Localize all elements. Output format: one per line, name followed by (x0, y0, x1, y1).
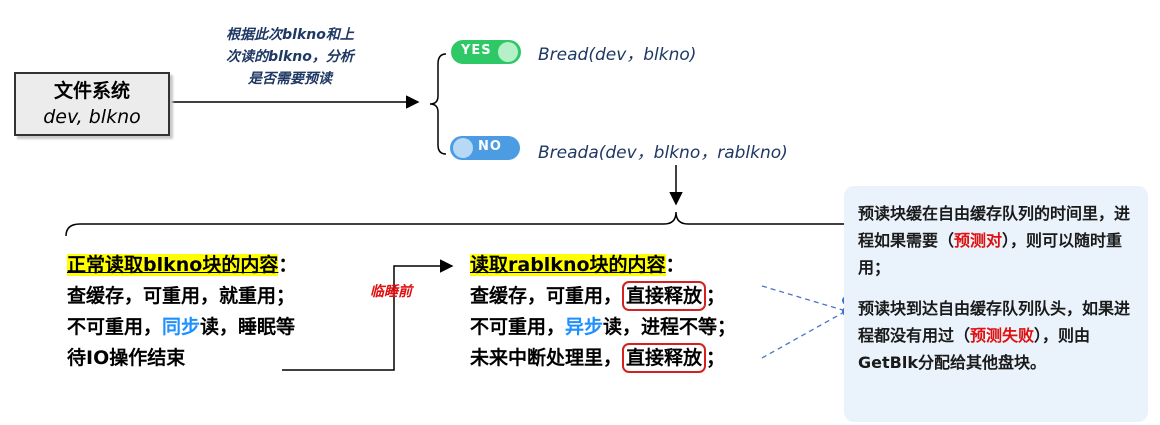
sleep-label: 临睡前 (370, 284, 412, 300)
no-toggle-icon: NO (450, 136, 520, 160)
no-toggle-knob (453, 138, 473, 158)
analysis-label: 根据此次blkno和上 次读的blkno，分析 是否需要预读 (180, 24, 400, 90)
dash-connector-2 (761, 310, 847, 359)
readahead-line-2: 不可重用，异步读，进程不等； (470, 316, 737, 338)
note-paragraph-1: 预读块缓在自由缓存队列的时间里，进程如果需要（预测对），则可以随时重用； (858, 204, 1131, 277)
analysis-line-3: 是否需要预读 (248, 71, 332, 87)
no-toggle-label: NO (478, 139, 502, 154)
analysis-line-2: 次读的blkno，分析 (226, 49, 354, 65)
readahead-line-3: 未来中断处理里，直接释放； (470, 343, 736, 374)
filesystem-box: 文件系统 dev, blkno (14, 72, 170, 136)
bread-function: Bread(dev，blkno) (538, 45, 697, 65)
release-directly-box-1: 直接释放 (622, 281, 707, 311)
dash-connector-1 (761, 285, 847, 312)
yes-toggle-knob (498, 42, 518, 62)
readahead-heading: 读取rablkno块的内容 (470, 254, 666, 276)
filesystem-title: 文件系统 (53, 80, 130, 102)
yes-toggle-icon: YES (451, 40, 521, 64)
normal-read-block: 正常读取blkno块的内容： 查缓存，可重用，就重用； 不可重用，同步读，睡眠等… (67, 250, 297, 374)
readahead-block: 读取rablkno块的内容： 查缓存，可重用，直接释放； 不可重用，异步读，进程… (470, 250, 736, 374)
yes-toggle-label: YES (461, 43, 492, 58)
normal-read-line-3: 待IO操作结束 (67, 347, 186, 369)
analysis-line-1: 根据此次blkno和上 (226, 27, 354, 43)
normal-read-line-1: 查缓存，可重用，就重用； (67, 285, 296, 307)
normal-read-heading: 正常读取blkno块的内容 (67, 254, 279, 276)
arrow-sleep-path (282, 259, 454, 371)
release-directly-box-2: 直接释放 (622, 343, 707, 373)
note-box: 预读块缓在自由缓存队列的时间里，进程如果需要（预测对），则可以随时重用； 预读块… (844, 186, 1148, 422)
note-paragraph-2: 预读块到达自由缓存队列队头，如果进程都没有用过（预测失败），则由GetBlk分配… (858, 299, 1131, 372)
normal-read-line-2: 不可重用，同步读，睡眠等 (67, 316, 296, 338)
breada-function: Breada(dev，blkno，rablkno) (538, 143, 788, 163)
branch-brace (429, 53, 447, 155)
readahead-line-1: 查缓存，可重用，直接释放； (470, 281, 736, 312)
filesystem-params: dev, blkno (43, 106, 141, 128)
